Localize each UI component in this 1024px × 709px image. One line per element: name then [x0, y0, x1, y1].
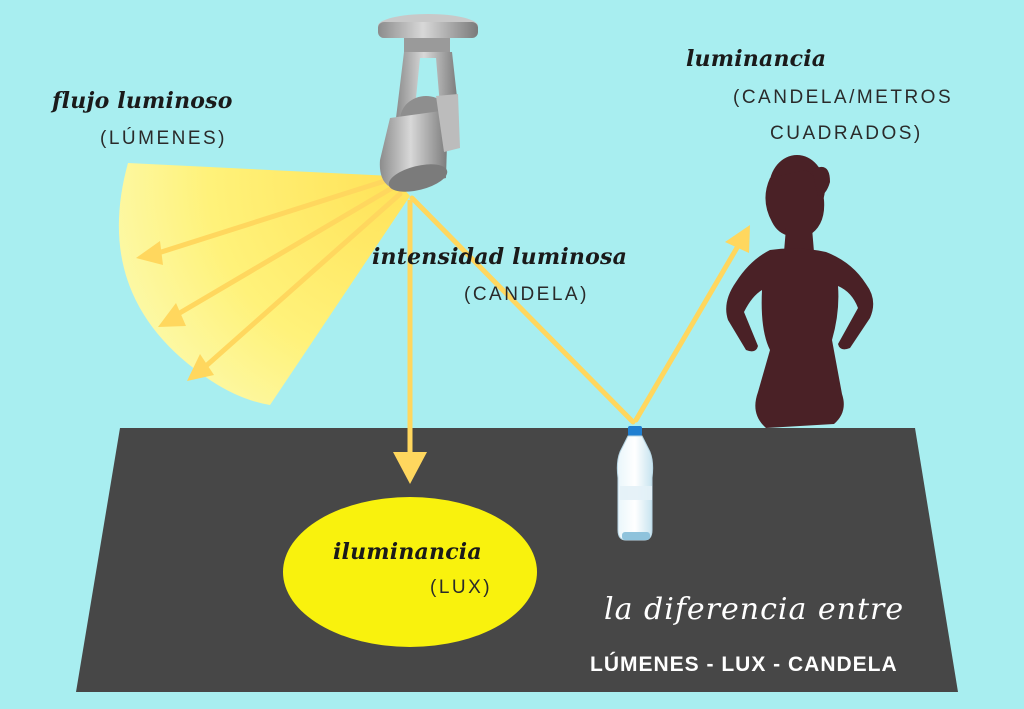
luminancia-unit-line1: (CANDELA/METROS [733, 87, 954, 108]
luminance-arrows [409, 195, 750, 425]
intensidad-luminosa-unit: (CANDELA) [464, 284, 589, 305]
water-bottle-icon [616, 426, 654, 541]
illuminance-spot [283, 497, 537, 647]
light-cone [118, 163, 411, 405]
ceiling-spotlight-icon [378, 14, 478, 192]
footer-caps-text: LÚMENES - LUX - CANDELA [590, 653, 898, 676]
luminancia-title: luminancia [686, 46, 827, 72]
girl-silhouette-icon [726, 155, 874, 428]
footer-script-text: la diferencia entre [604, 592, 905, 627]
iluminancia-title: iluminancia [333, 539, 482, 565]
intensidad-luminosa-title: intensidad luminosa [372, 244, 628, 270]
flujo-luminoso-unit: (LÚMENES) [100, 128, 228, 149]
luminancia-unit-line2: CUADRADOS) [770, 123, 923, 144]
iluminancia-unit: (LUX) [430, 577, 493, 598]
flux-arrows [136, 177, 403, 381]
flujo-luminoso-title: flujo luminoso [52, 88, 233, 114]
intensity-arrow [393, 200, 427, 484]
